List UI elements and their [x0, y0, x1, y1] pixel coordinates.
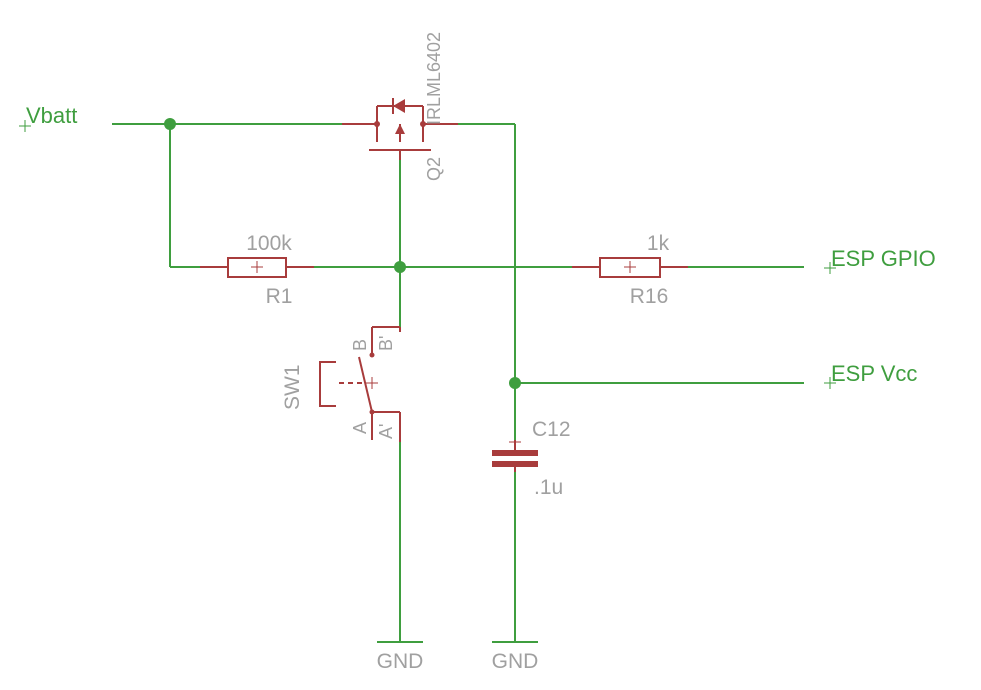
junction-vbatt	[164, 118, 176, 130]
gnd-label-right: GND	[492, 650, 539, 673]
junction-vcc	[509, 377, 521, 389]
r1-value: 100k	[246, 232, 292, 255]
r1-name: R1	[266, 285, 293, 308]
wires	[112, 123, 804, 643]
sw1-pin-a-prime: A'	[376, 424, 396, 439]
net-label-esp-vcc: ESP Vcc	[831, 361, 917, 386]
r16-name: R16	[630, 285, 669, 308]
q2-mosfet-symbol	[342, 98, 458, 160]
net-markers	[19, 120, 836, 389]
sw1-name: SW1	[281, 364, 304, 410]
q2-name: Q2	[424, 157, 444, 181]
c12-capacitor-symbol	[492, 440, 538, 472]
sw1-switch-symbol	[319, 326, 401, 442]
gnd-label-left: GND	[377, 650, 424, 673]
r16-value: 1k	[647, 232, 670, 255]
junction-gate	[394, 261, 406, 273]
sw1-pin-b-prime: B'	[376, 336, 396, 351]
junctions	[164, 118, 521, 389]
r1-resistor-symbol	[200, 257, 314, 278]
q2-value: IRLML6402	[424, 32, 444, 125]
sw1-pin-a: A	[350, 422, 370, 434]
c12-value: .1u	[534, 476, 563, 499]
net-label-vbatt: Vbatt	[26, 103, 77, 128]
c12-name: C12	[532, 418, 571, 441]
r16-resistor-symbol	[572, 257, 688, 278]
net-label-esp-gpio: ESP GPIO	[831, 246, 936, 271]
sw1-pin-b: B	[350, 339, 370, 351]
